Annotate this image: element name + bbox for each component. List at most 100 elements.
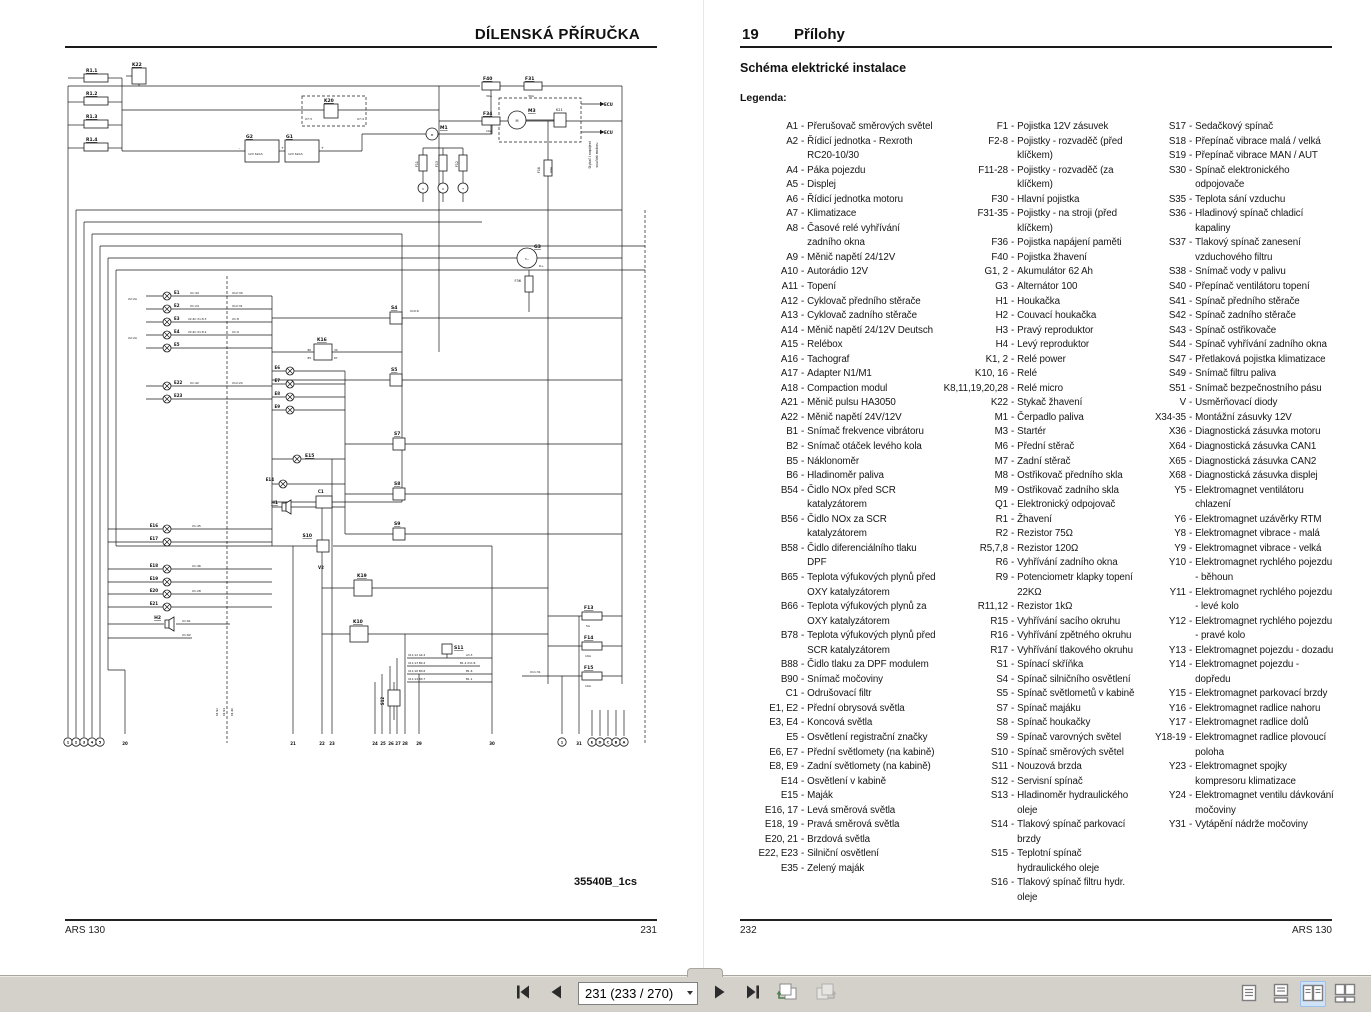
svg-text:A: A	[623, 740, 626, 744]
svg-text:X11:31: X11:31	[530, 670, 541, 674]
legend-entry: C1-Odrušovací filtr	[785, 688, 872, 700]
svg-text:ECU: ECU	[604, 102, 613, 107]
previous-view-icon	[776, 982, 800, 1005]
first-page-icon	[514, 983, 532, 1004]
right-footer-rule	[740, 919, 1332, 921]
svg-text:E23: E23	[174, 393, 183, 398]
left-footer-model: ARS 130	[65, 925, 106, 936]
next-view-button[interactable]	[812, 981, 838, 1005]
svg-text:X10:6: X10:6	[410, 309, 419, 313]
svg-text:F31: F31	[525, 76, 534, 82]
legend-entry: E22, E23-Silniční osvětlení	[758, 848, 879, 860]
legend-entry: M1-Čerpadlo paliva	[994, 411, 1084, 423]
two-page-continuous-view-button[interactable]	[1332, 981, 1358, 1007]
legend-entry: S7-Spínač majáku	[996, 702, 1081, 714]
page-dropdown-icon[interactable]	[683, 983, 697, 1004]
svg-text:X12:31: X12:31	[232, 304, 243, 308]
legend-entry: A4-Páka pojezdu	[786, 164, 866, 176]
legend-entry: F1-Pojistka 12V zásuvek	[996, 121, 1109, 132]
legend-entry: K22-Stykač žhavení	[990, 397, 1083, 409]
legend-entry: A10-Autorádio 12V	[780, 266, 868, 278]
page-navigation: 231 (233 / 270)	[512, 981, 838, 1005]
legend-entry: R6-Vyhřívání zadního okna	[995, 557, 1118, 569]
continuous-view-button[interactable]	[1268, 981, 1294, 1007]
legend-entry: X68-Diagnostická zásuvka displej	[1168, 470, 1318, 482]
legend-entry: A12-Cyklovač předního stěrače	[780, 295, 921, 307]
svg-text:H1: H1	[271, 500, 278, 506]
svg-text:X1:46: X1:46	[192, 564, 201, 568]
svg-text:E19: E19	[150, 576, 159, 581]
page-divider	[703, 0, 704, 974]
svg-text:-: -	[239, 146, 241, 150]
legend-entry: B1-Snímač frekvence vibrátoru	[786, 426, 924, 438]
svg-text:B1.2 X11:6: B1.2 X11:6	[460, 661, 476, 665]
page-number-value: 231 (233 / 270)	[585, 985, 674, 1001]
legend-entry: A2-Řídicí jednotka - Rexroth RC20-10/30	[786, 135, 913, 162]
svg-text:23: 23	[329, 741, 335, 746]
svg-text:A3.3: A3.3	[466, 653, 473, 657]
legend-entry: M7-Zadní stěrač	[994, 455, 1071, 467]
legend-entry: Y31-Vytápění nádrže močoviny	[1168, 819, 1308, 831]
previous-view-button[interactable]	[775, 981, 801, 1005]
legend-entry: S8-Spínač houkačky	[996, 717, 1091, 729]
legend-entry: S11-Nouzová brzda	[991, 761, 1082, 773]
legend-entry: R2-Rezistor 75Ω	[995, 528, 1073, 540]
legend-entry: E6, E7-Přední světlomety (na kabině)	[769, 746, 935, 758]
legend-entry: Y6-Elektromagnet uzávěrky RTM	[1174, 513, 1322, 525]
page-number-input[interactable]: 231 (233 / 270)	[578, 981, 698, 1005]
legend-entry: E14-Osvětlení v kabině	[780, 775, 886, 787]
svg-text:X12:30: X12:30	[232, 291, 243, 295]
svg-text:30: 30	[334, 348, 338, 352]
single-page-view-button[interactable]	[1236, 981, 1262, 1007]
legend-entry: S47-Přetlaková pojistka klimatizace	[1168, 353, 1326, 365]
legend-entry: X34-35-Montážní zásuvky 12V	[1155, 411, 1292, 423]
svg-text:F40: F40	[483, 76, 492, 82]
next-view-icon	[813, 982, 837, 1005]
next-page-button[interactable]	[709, 981, 731, 1005]
svg-text:X1:8: X1:8	[232, 317, 239, 321]
svg-text:součást motoru: součást motoru	[595, 143, 599, 168]
svg-text:X2:4C X1:8.2: X2:4C X1:8.2	[188, 330, 207, 334]
svg-text:S7: S7	[394, 431, 400, 437]
svg-text:E: E	[591, 740, 594, 744]
left-header-rule	[65, 46, 657, 48]
legend-entry: B58-Čidlo diferenciálního tlaku DPF	[780, 542, 917, 569]
legend-entry: E20, 21-Brzdová světla	[764, 833, 871, 845]
svg-text:R1.4: R1.4	[86, 137, 97, 143]
svg-text:D: D	[599, 740, 602, 744]
legend-entry: Y14-Elektromagnet pojezdu - dopředu	[1168, 659, 1300, 685]
legend-entry: B78-Teplota výfukových plynů před SCR ka…	[780, 630, 936, 656]
svg-text:U: U	[442, 187, 444, 191]
svg-text:F15: F15	[584, 665, 593, 671]
pdf-viewer-toolbar: 231 (233 / 270)	[0, 968, 1371, 1012]
legend-entry: Y9-Elektromagnet vibrace - velká	[1174, 542, 1322, 554]
svg-text:X1:40: X1:40	[230, 708, 234, 716]
legend-entry: S51-Snímač bezpečnostního pásu	[1168, 382, 1322, 394]
svg-text:E21: E21	[150, 601, 159, 606]
legend-entry: S44-Spínač vyhřívání zadního okna	[1168, 339, 1327, 351]
svg-text:+: +	[281, 146, 284, 150]
toolbar-collapse-handle[interactable]	[687, 968, 723, 977]
legend-entry: H4-Levý reproduktor	[995, 339, 1090, 351]
svg-text:C1: C1	[318, 489, 324, 494]
previous-page-button[interactable]	[545, 981, 567, 1005]
svg-text:D+: D+	[539, 264, 544, 268]
svg-text:X11:12 A4.2: X11:12 A4.2	[408, 653, 425, 657]
first-page-button[interactable]	[512, 981, 534, 1005]
svg-text:S9: S9	[394, 521, 400, 527]
legend-entry: E15-Maják	[780, 790, 833, 802]
legend-entry: X65-Diagnostická zásuvka CAN2	[1168, 455, 1317, 467]
svg-text:E3: E3	[174, 316, 180, 321]
legend-entry: S43-Spínač ostřikovače	[1168, 324, 1277, 336]
legend-entry: G3-Alternátor 100	[995, 281, 1078, 293]
legend-entry: R17-Vyhřívání tlakového okruhu	[990, 644, 1133, 656]
svg-text:X1:62: X1:62	[182, 633, 191, 637]
last-page-button[interactable]	[742, 981, 764, 1005]
left-footer-rule	[65, 919, 657, 921]
two-page-view-button[interactable]	[1300, 981, 1326, 1007]
svg-text:31: 31	[576, 741, 582, 746]
svg-text:S4: S4	[391, 305, 397, 311]
